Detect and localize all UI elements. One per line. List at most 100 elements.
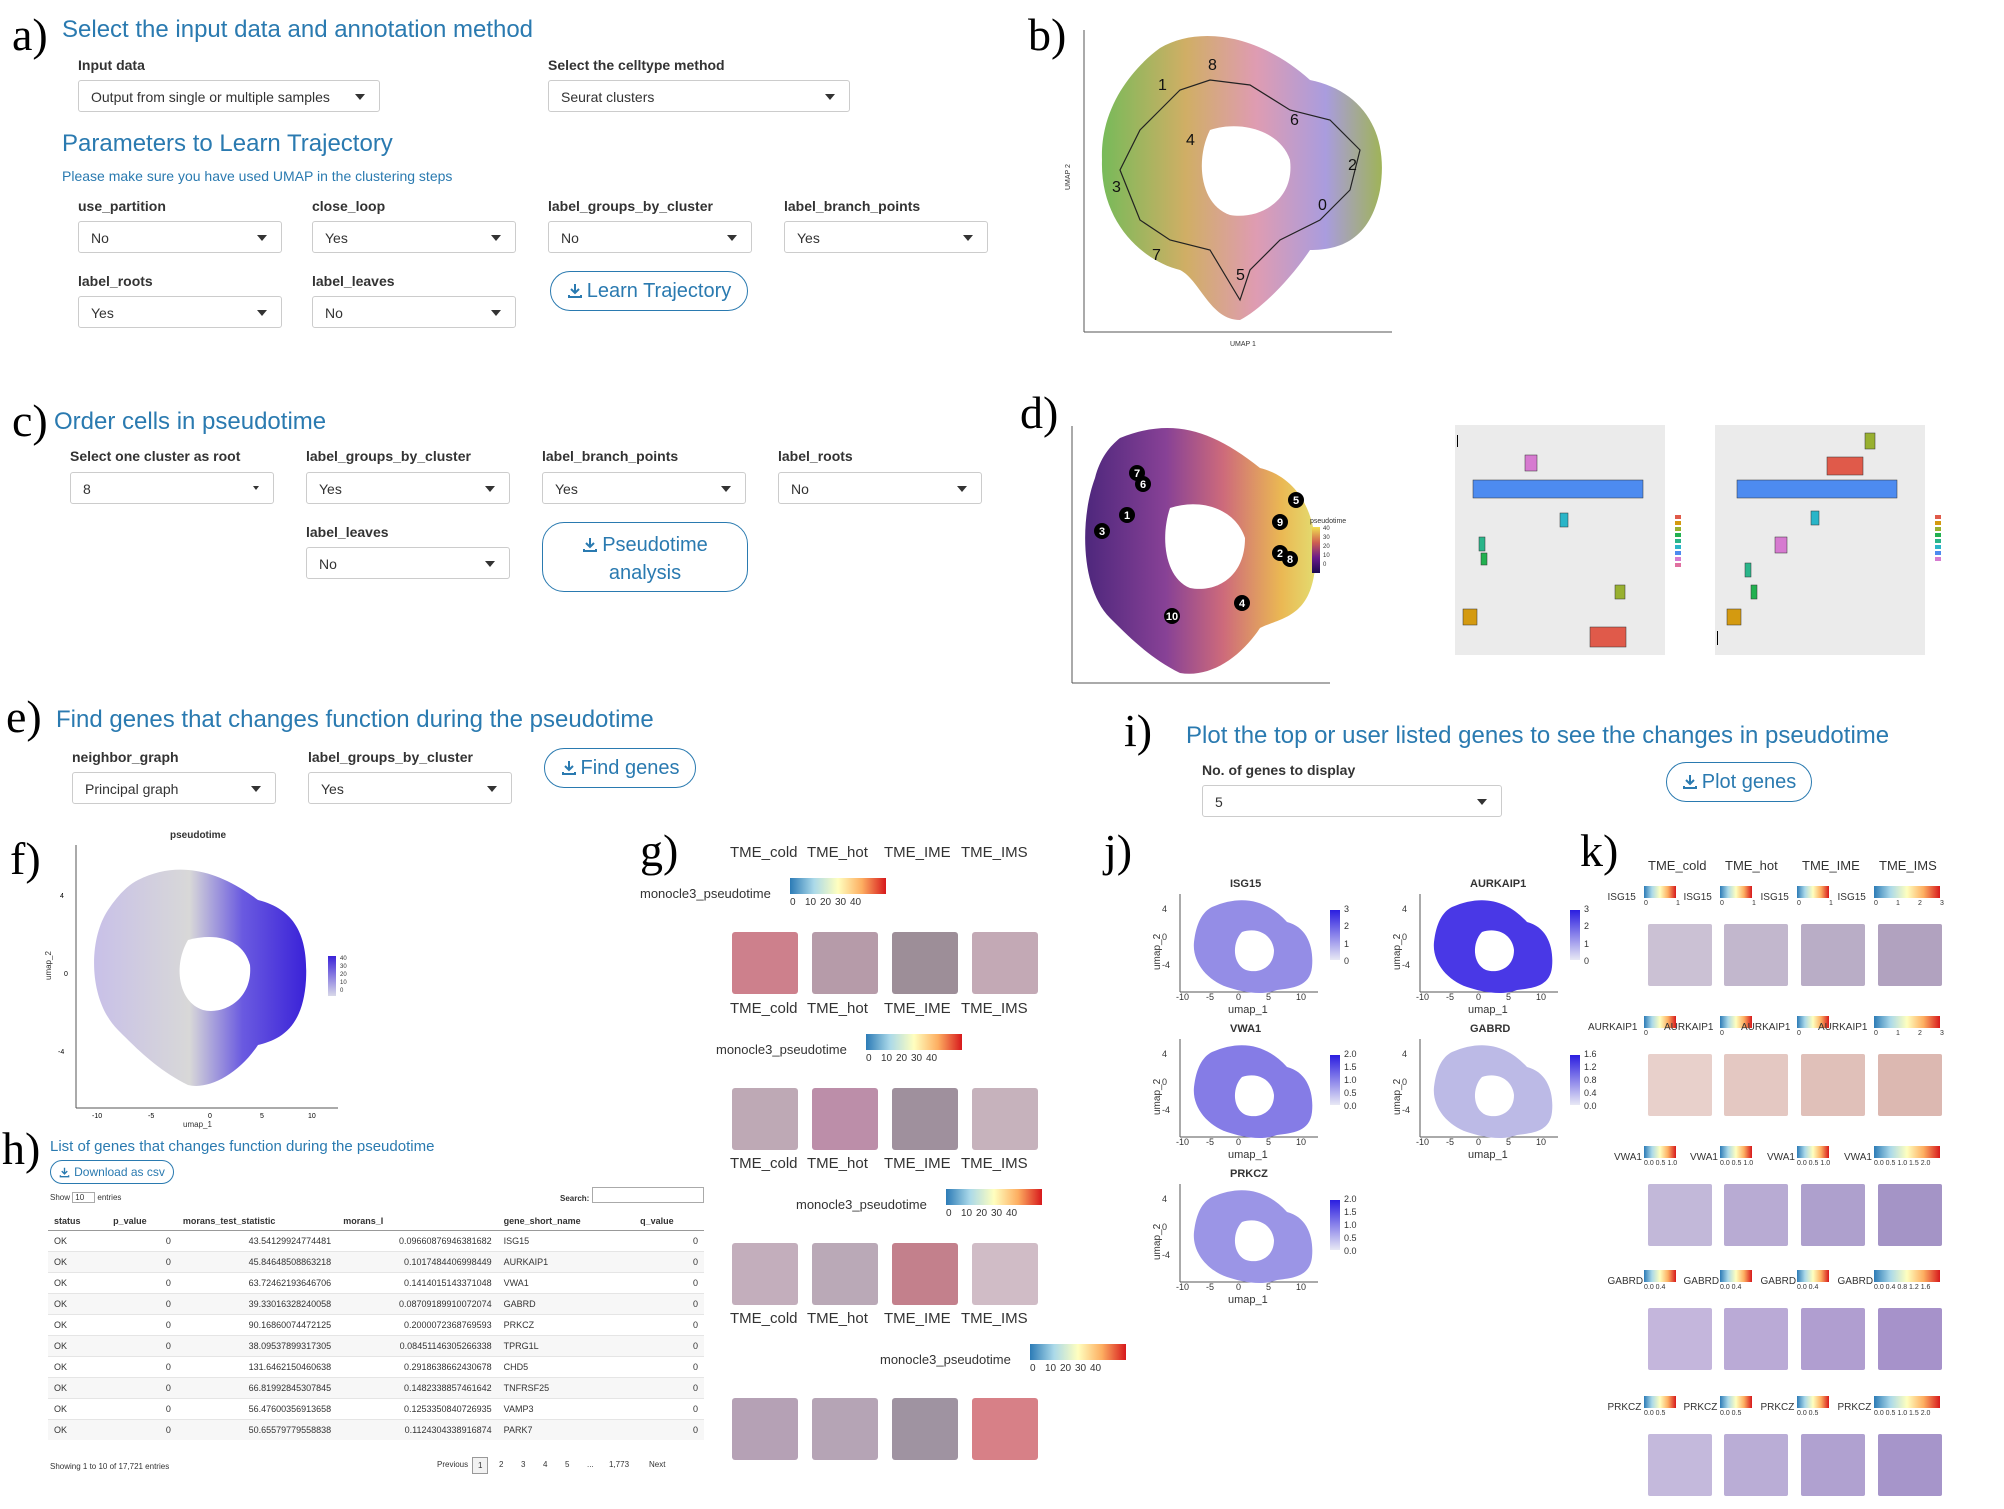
c-groups-select[interactable]: Yes [306,472,510,504]
table-cell: 90.16860074472125 [176,1314,338,1336]
cluster-label: 8 [1208,57,1217,74]
label-roots-select[interactable]: Yes [78,296,282,328]
tissue-section [892,1243,958,1305]
table-cell: GABRD [497,1293,635,1315]
table-cell: 0.2918638662430678 [337,1356,498,1378]
use-partition-select[interactable]: No [78,221,282,253]
table-cell: OK [48,1398,108,1420]
y-tick: -4 [58,1049,64,1056]
label-groups-value: No [561,230,579,246]
tissue-section [892,1088,958,1150]
page-link[interactable]: Next [649,1460,666,1469]
sample-label: TME_IMS [961,1155,1028,1172]
learn-trajectory-button[interactable]: Learn Trajectory [550,271,748,311]
search-input[interactable] [592,1187,704,1203]
download-csv-button[interactable]: Download as csv [50,1160,174,1184]
e-groups-select[interactable]: Yes [308,772,512,804]
gene-label: VWA1 [1690,1152,1718,1163]
panel-label-e: e) [6,691,42,742]
label-groups-select[interactable]: No [548,221,752,253]
legend-tick: 0.0 0.5 1.0 [1644,1160,1678,1167]
celltype-method-select[interactable]: Seurat clusters [548,80,850,112]
page-link[interactable]: 4 [543,1460,548,1469]
sample-label: TME_IME [884,844,951,861]
tissue-section [812,1398,878,1460]
column-header[interactable]: morans_I [337,1212,498,1231]
expression-colorbar [1570,910,1580,960]
c-branch-select[interactable]: Yes [542,472,746,504]
c-leaves-select[interactable]: No [306,547,510,579]
table-footer: Showing 1 to 10 of 17,721 entries [50,1462,170,1471]
download-icon [1682,775,1697,789]
gene-list-title: List of genes that changes function duri… [50,1138,435,1155]
page-link[interactable]: Previous [437,1460,469,1469]
legend-tick: 40 [926,1053,938,1064]
legend-tick: 10 [881,1053,893,1064]
tissue-section [972,932,1038,994]
column-header[interactable]: q_value [634,1212,704,1231]
download-icon [59,1167,70,1178]
legend-tick: 10 [1045,1363,1057,1374]
column-header[interactable]: gene_short_name [497,1212,635,1231]
table-cell: PARK7 [497,1419,635,1440]
legend-tick: 0 [1874,900,1878,907]
neighbor-graph-select[interactable]: Principal graph [72,772,276,804]
download-icon [561,761,576,775]
panel-label-d: d) [1020,387,1059,438]
page-link[interactable]: 3 [521,1460,526,1469]
legend-tick: 1 [1344,938,1350,949]
legend-tick: 30 [340,964,347,970]
label-branch-value: Yes [797,230,820,246]
tissue-section [972,1398,1038,1460]
x-tick: 0 [1476,992,1482,1002]
page-link[interactable]: 1 [472,1457,489,1474]
table-cell: 0 [634,1398,704,1420]
column-header[interactable]: p_value [107,1212,177,1231]
pseudotime-legend-title: monocle3_pseudotime [640,886,771,901]
tissue-section [1878,924,1942,986]
legend-tick: 0 [1584,956,1590,966]
plot-genes-label: Plot genes [1701,771,1797,793]
gene-label: ISG15 [1607,892,1636,903]
page-link[interactable]: ... [587,1460,594,1469]
root-cluster-select[interactable]: 8 [70,472,274,504]
page-link[interactable]: 2 [499,1460,504,1469]
tissue-section [1648,1054,1712,1116]
close-loop-select[interactable]: Yes [312,221,516,253]
num-genes-select[interactable]: 5 [1202,785,1502,817]
y-axis-label: UMAP 2 [1065,164,1072,190]
column-header[interactable]: status [48,1212,108,1231]
plot-genes-button[interactable]: Plot genes [1666,762,1812,802]
y-tick: 4 [1162,1194,1168,1204]
legend-tick: 30 [991,1208,1003,1219]
page-link[interactable]: 1,773 [609,1460,630,1469]
column-header[interactable]: morans_test_statistic [176,1212,338,1231]
page-link[interactable]: 5 [565,1460,570,1469]
input-data-select[interactable]: Output from single or multiple samples [78,80,380,112]
legend-tick: 40 [1006,1208,1018,1219]
cluster-label: 7 [1152,247,1161,264]
find-genes-button[interactable]: Find genes [544,748,696,788]
e-groups-value: Yes [321,781,344,797]
download-csv-label: Download as csv [74,1165,165,1179]
c-roots-select[interactable]: No [778,472,982,504]
f-plot-title: pseudotime [170,830,227,841]
legend-tick: 0.0 [1344,1246,1357,1256]
gene-label: ISG15 [1760,892,1789,903]
chevron-down-icon [485,561,495,567]
legend-tick: 0.0 [1584,1101,1597,1111]
chevron-down-icon [355,94,365,100]
label-branch-select[interactable]: Yes [784,221,988,253]
legend-tick: 0 [946,1208,952,1219]
sample-label: TME_IMS [1879,858,1937,873]
panel-label-c: c) [12,395,48,446]
legend-tick: 10 [805,897,817,908]
legend-tick: 20 [976,1208,988,1219]
page-size-select[interactable]: 10 [72,1192,96,1203]
label-leaves-select[interactable]: No [312,296,516,328]
sample-label: TME_hot [807,1155,868,1172]
